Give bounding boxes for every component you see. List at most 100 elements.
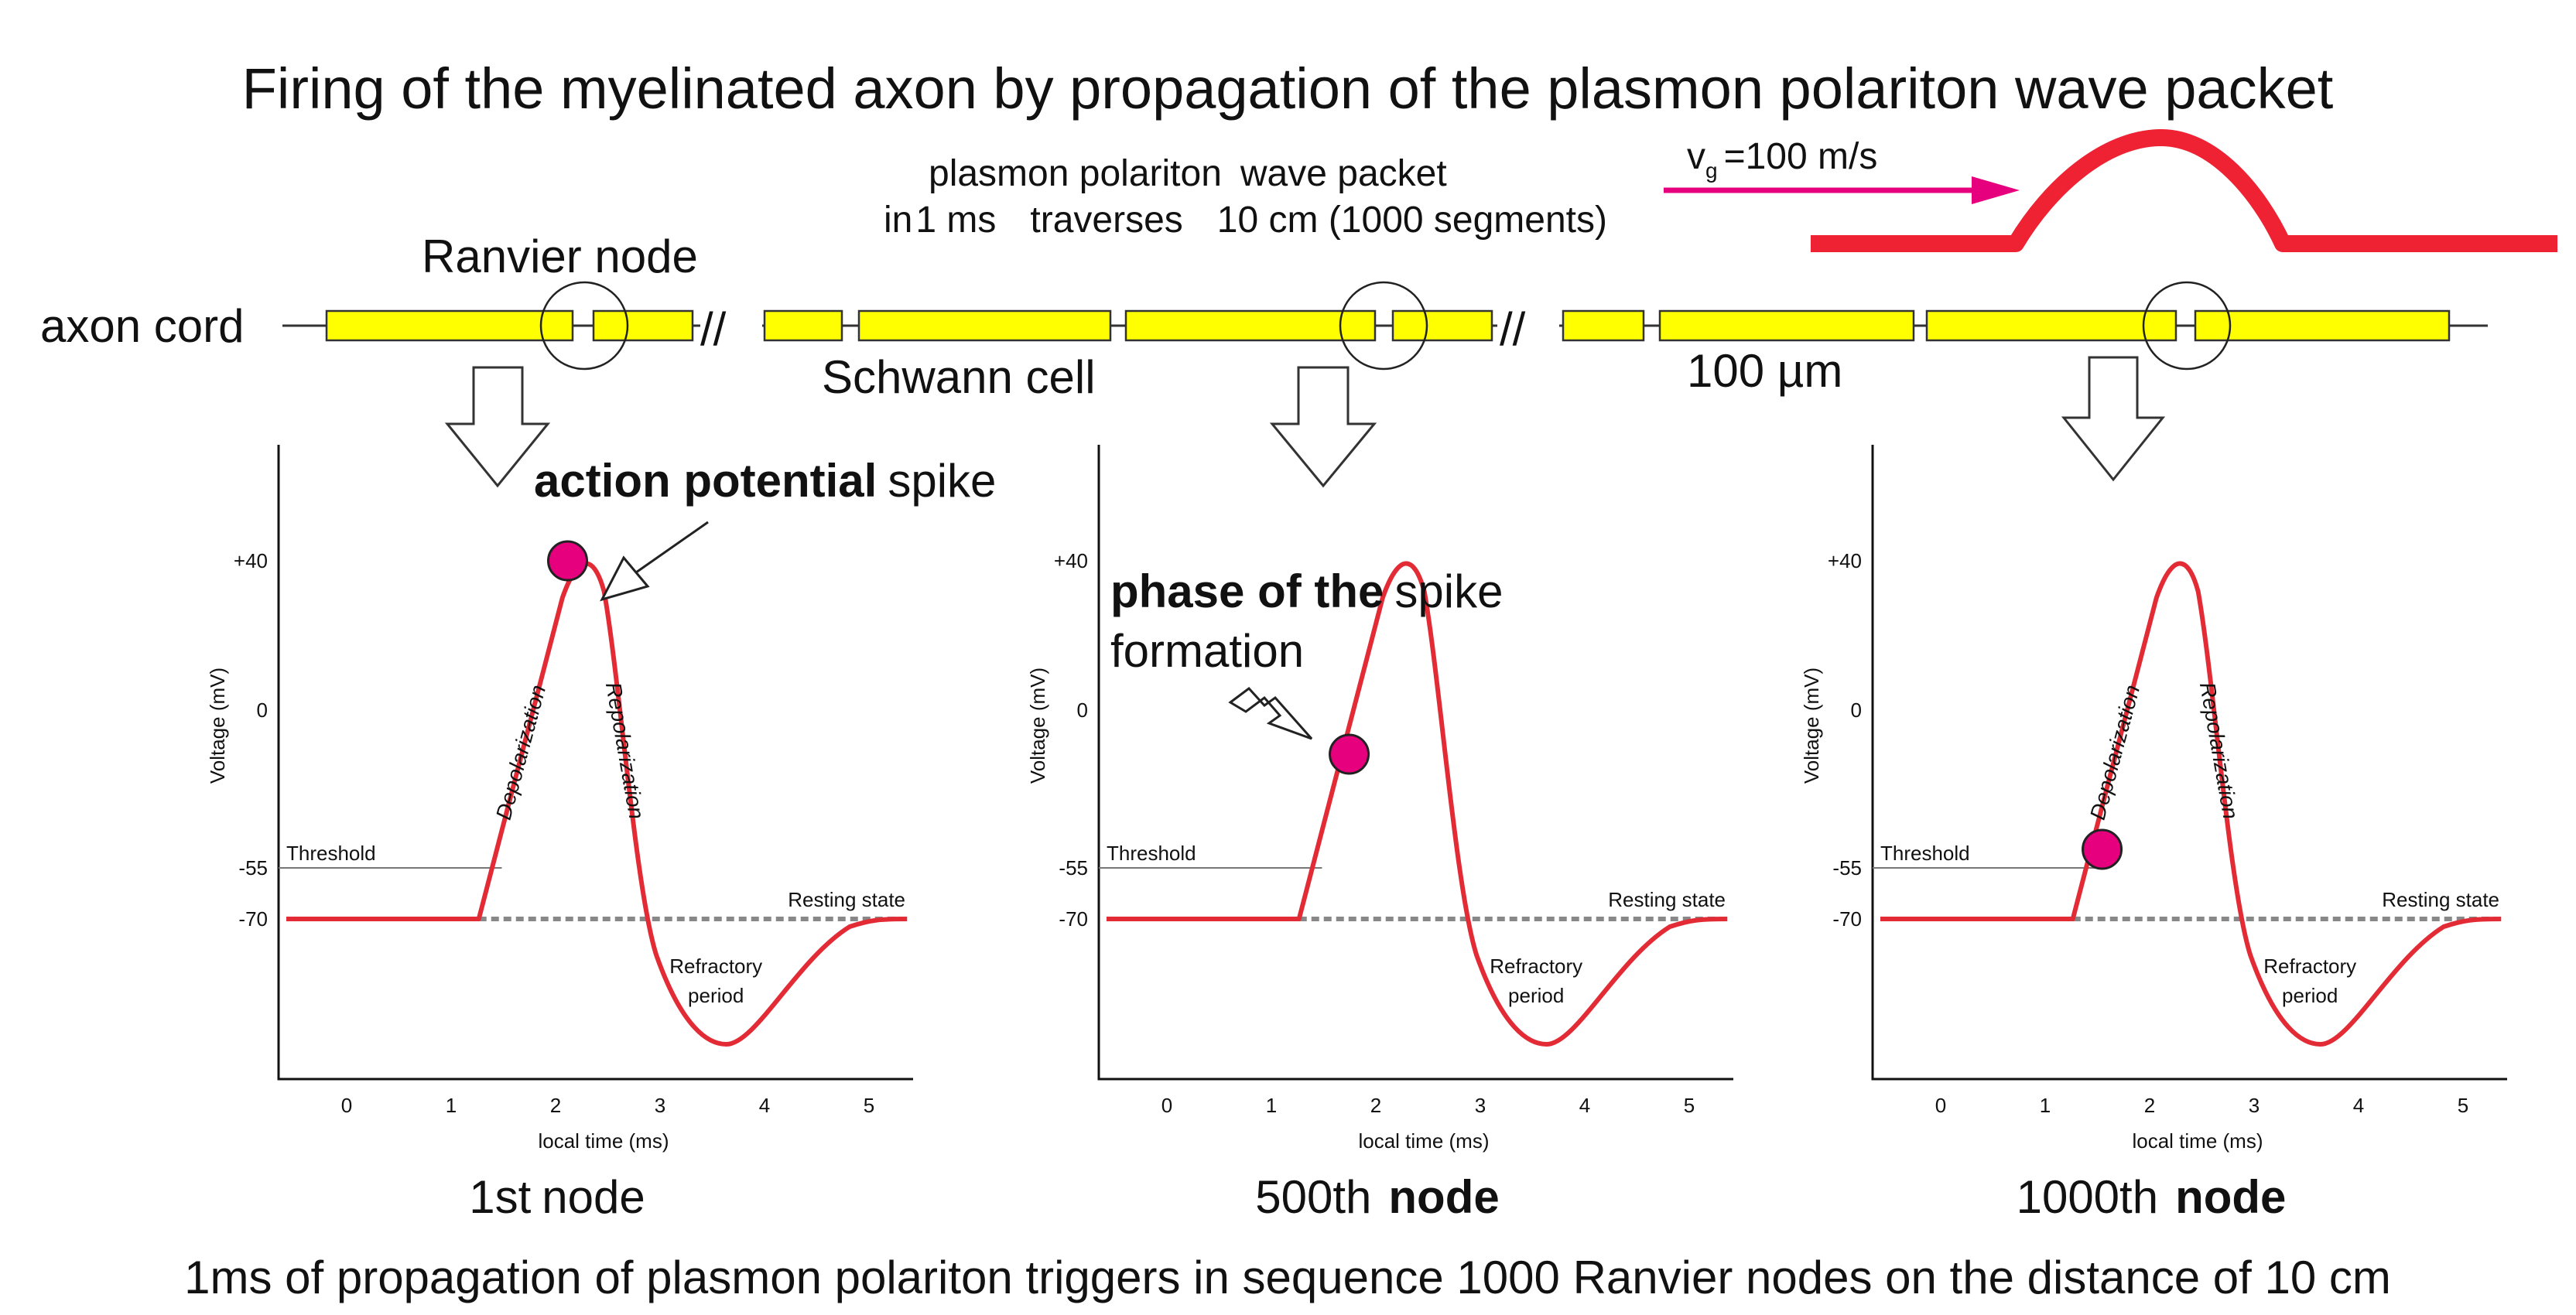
schwann-segment <box>1658 309 1915 342</box>
down-arrow-icon <box>1269 366 1377 488</box>
velocity-arrow <box>1664 176 2020 204</box>
threshold-label: Threshold <box>286 842 376 865</box>
x-axis-label: local time (ms) <box>2132 1129 2263 1153</box>
x-tick-label: 0 <box>1935 1094 1946 1117</box>
resting-state-label: Resting state <box>2382 888 2499 911</box>
svg-text:vg=100 m/s: vg=100 m/s <box>1687 136 1877 183</box>
phase-annotation-line2: formation <box>1110 625 1304 677</box>
x-tick-label: 3 <box>2249 1094 2260 1117</box>
x-tick-label: 4 <box>1579 1094 1590 1117</box>
refractory-label: Refractory <box>669 955 762 978</box>
ranvier-node-circle <box>2142 281 2232 371</box>
x-tick-label: 2 <box>2144 1094 2155 1117</box>
schwann-segment <box>2194 309 2451 342</box>
phase-annotation-arrow <box>1228 686 1313 740</box>
y-axis-label: Voltage (mV) <box>1800 668 1823 784</box>
y-tick-label: -70 <box>1832 907 1862 931</box>
velocity-symbol: v <box>1687 136 1705 177</box>
x-tick-label: 0 <box>1161 1094 1172 1117</box>
y-tick-label: -70 <box>1059 907 1088 931</box>
schwann-segment <box>763 309 843 342</box>
axon-break-mark: // <box>700 303 727 355</box>
x-tick-label: 5 <box>1684 1094 1695 1117</box>
y-axis-label: Voltage (mV) <box>206 668 229 784</box>
x-tick-label: 3 <box>1475 1094 1486 1117</box>
ranvier-node-circle <box>539 281 629 371</box>
schwann-segment <box>1562 309 1645 342</box>
y-tick-label: -55 <box>1832 856 1862 880</box>
ranvier-node-circle <box>1339 281 1428 371</box>
down-arrow-icon <box>2061 356 2166 482</box>
velocity-label: vg=100 m/s <box>1687 136 1877 183</box>
repolarization-label: Repolarization <box>601 681 649 821</box>
axon-break-mark: // <box>1500 303 1526 355</box>
y-axis-label: Voltage (mV) <box>1026 668 1049 784</box>
plot-axes <box>1871 445 2507 1081</box>
refractory-label: period <box>1508 984 1564 1007</box>
y-tick-label: +40 <box>1054 549 1088 572</box>
y-tick-label: +40 <box>1828 549 1862 572</box>
x-tick-label: 4 <box>2353 1094 2364 1117</box>
x-tick-label: 5 <box>864 1094 874 1117</box>
threshold-label: Threshold <box>1880 842 1970 865</box>
x-tick-label: 4 <box>759 1094 770 1117</box>
schwann-segment <box>1124 309 1377 342</box>
title: Firing of the myelinated axon by propaga… <box>242 56 2334 121</box>
x-tick-label: 2 <box>1370 1094 1381 1117</box>
down-arrow-icon <box>444 366 551 488</box>
refractory-label: Refractory <box>2263 955 2356 978</box>
x-axis-label: local time (ms) <box>1358 1129 1489 1153</box>
repolarization-label: Repolarization <box>2195 681 2243 821</box>
x-tick-label: 5 <box>2458 1094 2468 1117</box>
depolarization-label: Depolarization <box>2085 682 2144 822</box>
depolarization-label: Depolarization <box>491 682 550 822</box>
y-tick-label: +40 <box>234 549 268 572</box>
resting-state-label: Resting state <box>788 888 905 911</box>
footer-caption: 1ms of propagation of plasmon polariton … <box>184 1252 2391 1303</box>
refractory-label: period <box>2282 984 2338 1007</box>
schwann-segment <box>1391 309 1493 342</box>
schwann-segment <box>592 309 694 342</box>
firing-phase-dot <box>2082 828 2123 870</box>
x-tick-label: 1 <box>1266 1094 1277 1117</box>
y-tick-label: -55 <box>238 856 268 880</box>
segment-length-label: 100 µm <box>1687 345 1842 397</box>
y-tick-label: 0 <box>257 698 268 722</box>
threshold-label: Threshold <box>1107 842 1196 865</box>
axon-cord: // // <box>282 281 2488 371</box>
x-tick-label: 1 <box>2040 1094 2051 1117</box>
x-axis-label: local time (ms) <box>538 1129 669 1153</box>
schwann-cell-label: Schwann cell <box>822 351 1096 403</box>
schwann-segment <box>1925 309 2177 342</box>
schwann-segment <box>857 309 1112 342</box>
velocity-value: =100 m/s <box>1724 136 1878 177</box>
action-potential-trace <box>1880 561 2502 1047</box>
y-tick-label: 0 <box>1077 698 1088 722</box>
action-potential-trace <box>1107 561 1728 1047</box>
voltage-panel: +40 0 -55 -70 0 1 2 3 4 5 Voltage (mV) local time (… <box>1800 445 2507 1223</box>
plot-axes <box>277 445 913 1081</box>
schwann-segment <box>325 309 574 342</box>
ranvier-node-label: Ranvier node <box>422 231 698 282</box>
action-potential-trace <box>286 561 908 1047</box>
axon-cord-label: axon cord <box>40 300 245 352</box>
x-tick-label: 1 <box>446 1094 457 1117</box>
x-tick-label: 3 <box>655 1094 665 1117</box>
refractory-label: Refractory <box>1490 955 1582 978</box>
wave-packet <box>1811 128 2557 252</box>
y-tick-label: 0 <box>1851 698 1862 722</box>
velocity-subscript: g <box>1705 159 1718 183</box>
resting-state-label: Resting state <box>1608 888 1726 911</box>
firing-phase-dot <box>1329 733 1370 775</box>
plot-axes <box>1097 445 1733 1081</box>
spike-annotation-arrow <box>600 521 709 602</box>
